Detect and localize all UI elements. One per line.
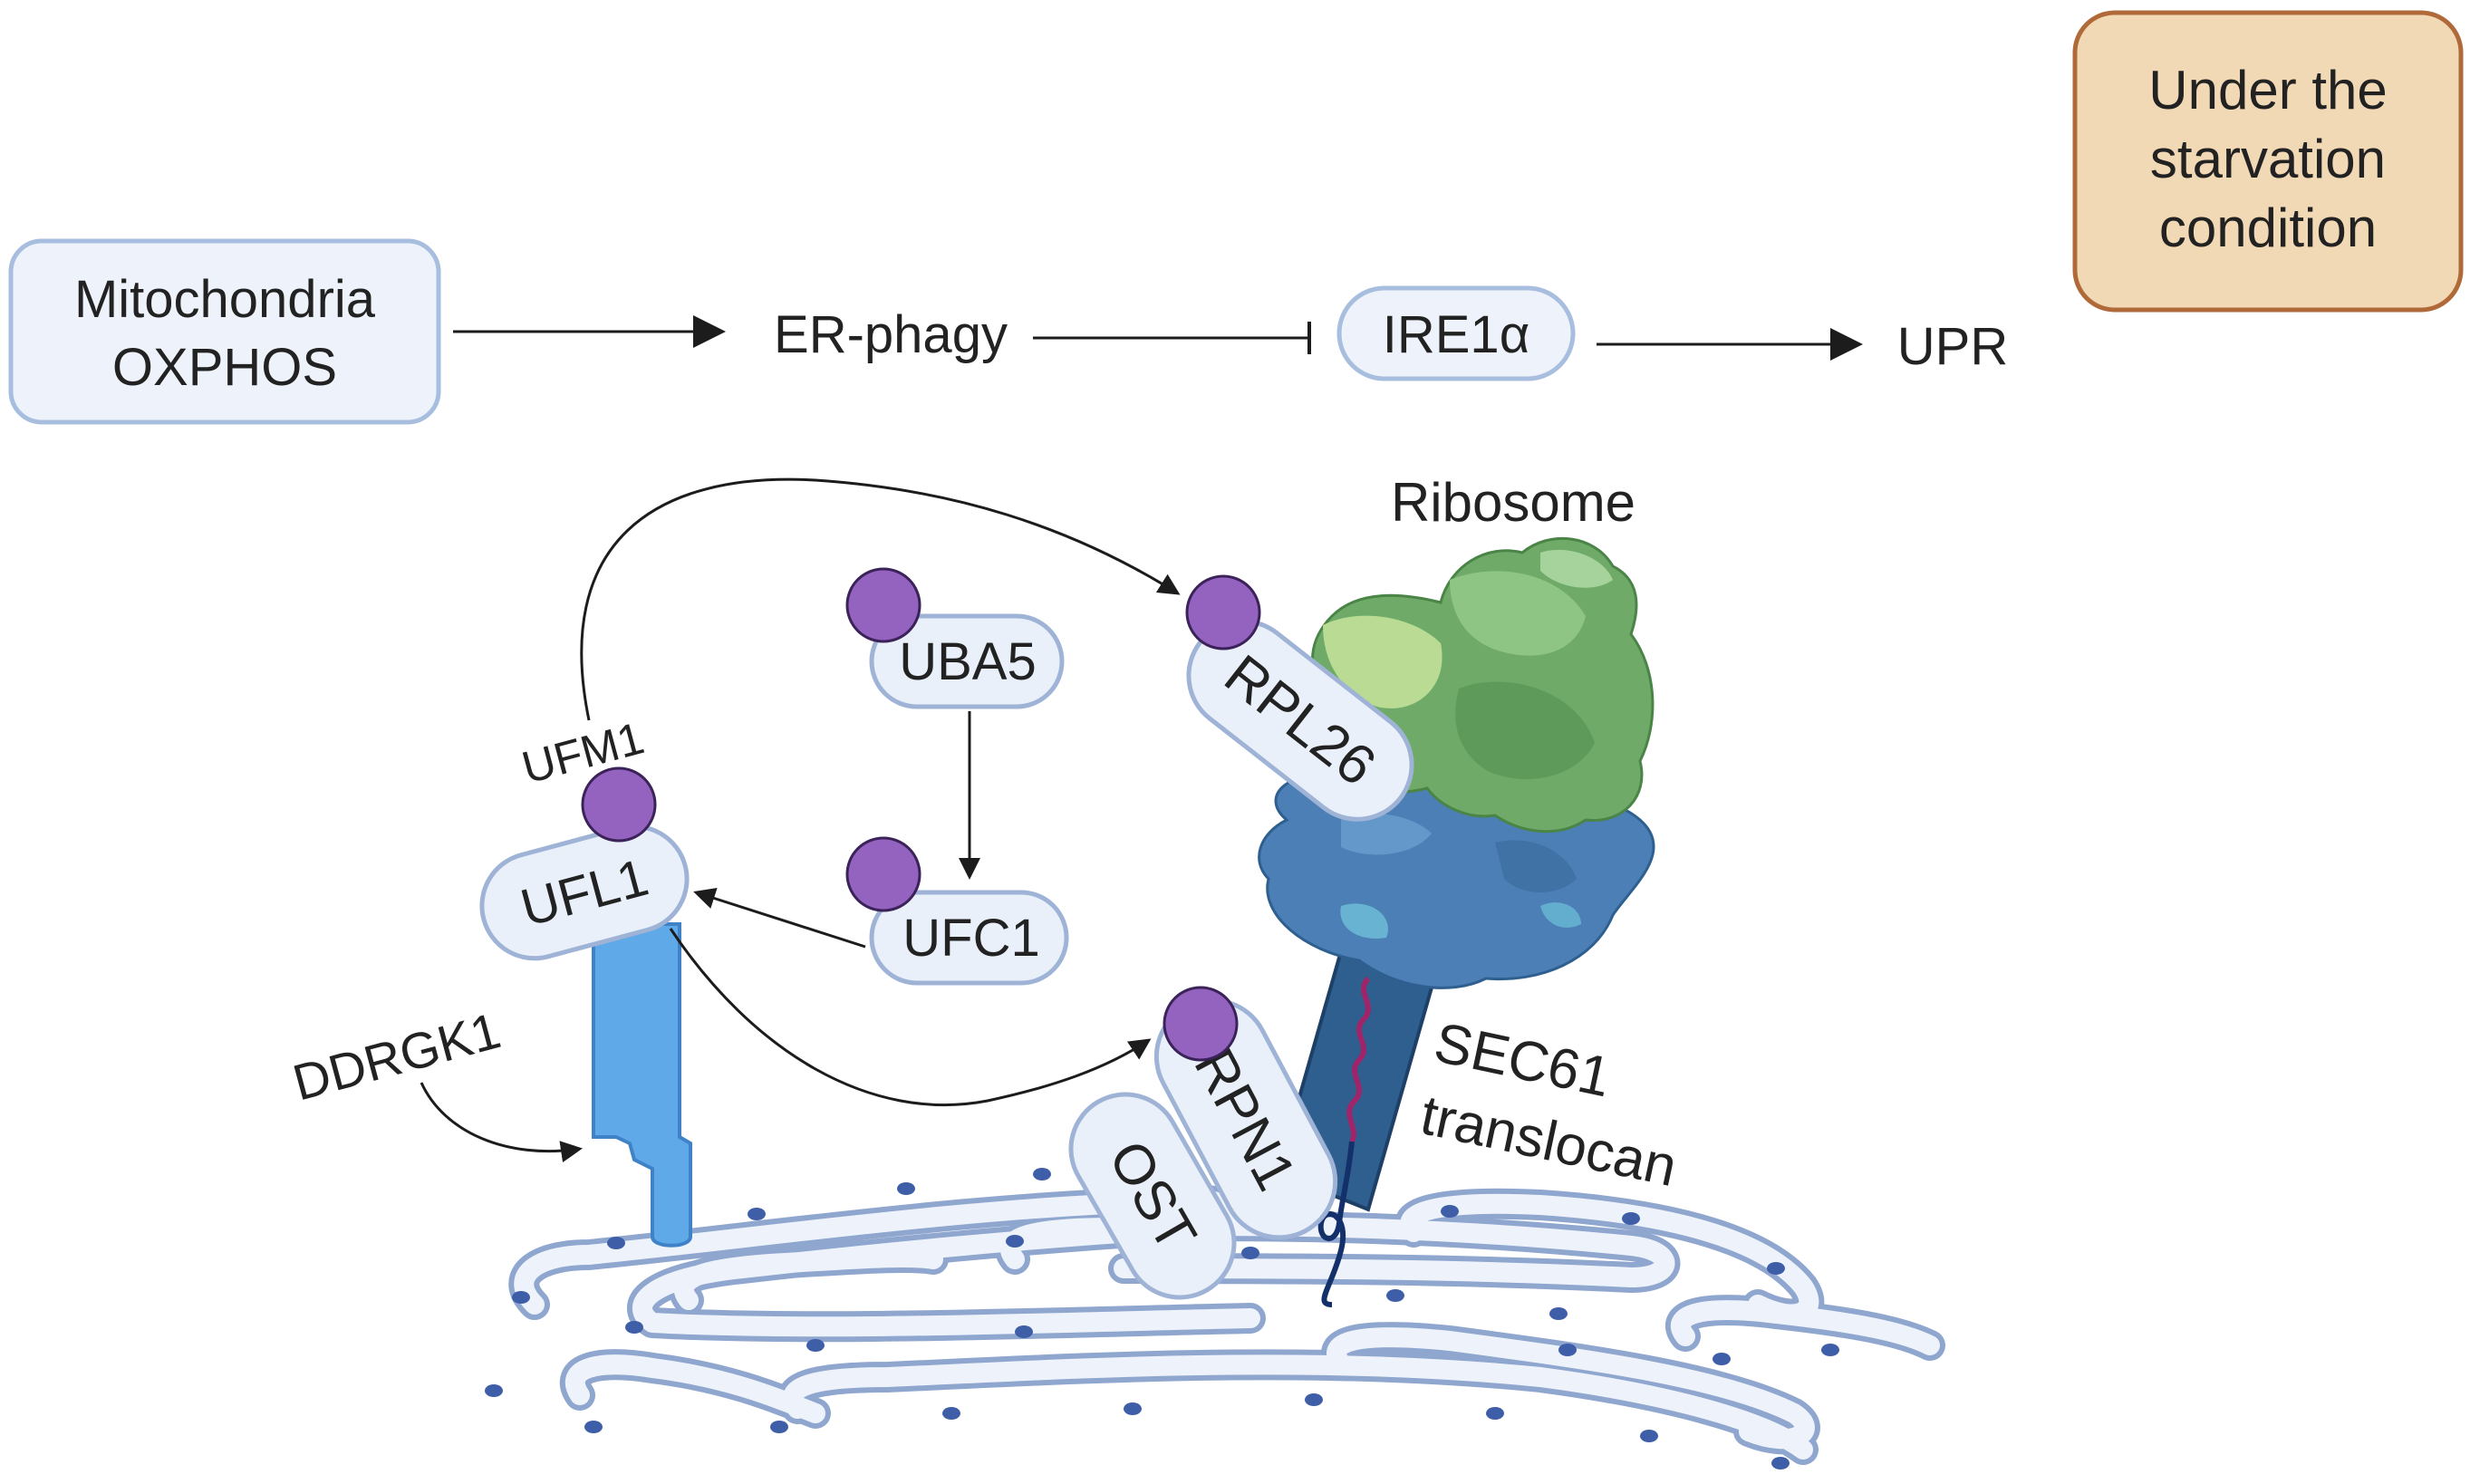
translocan-label: translocan (1415, 1084, 1682, 1199)
peptide-coil (1317, 1141, 1355, 1307)
condition-line-3: condition (2159, 198, 2377, 258)
condition-box-shape (2072, 10, 2464, 313)
condition-line-2: starvation (2150, 129, 2386, 189)
oxphos-label: OXPHOS (112, 338, 337, 397)
er-ribosome-dots (485, 1168, 1839, 1470)
upr-label: UPR (1897, 317, 2008, 376)
arrow-ufc1-to-ufl1 (693, 887, 866, 949)
ufc1-pill: UFC1 (869, 890, 1069, 986)
ufm1-circle-ufc1 (845, 836, 921, 912)
arrow-ddrgk1-to-anchor (420, 1082, 583, 1162)
uba5-pill: UBA5 (869, 613, 1065, 709)
mitochondria-oxphos-box: Mitochondria OXPHOS (8, 238, 441, 425)
ufm1-circle-rpl26 (1185, 574, 1261, 650)
er-membrane (485, 1168, 1945, 1470)
ribosome-label: Ribosome (1391, 472, 1635, 533)
starvation-condition-box: Under the starvation condition (2072, 10, 2464, 313)
erphagy-label: ER-phagy (774, 305, 1008, 364)
nascent-peptide (1346, 976, 1371, 1143)
ire1a-box: IRE1α (1336, 285, 1576, 381)
ddrgk1-anchor (592, 922, 692, 1248)
ddrgk1-label: DDRGK1 (287, 1001, 507, 1111)
uba5-label: UBA5 (899, 632, 1037, 691)
arrow-ufm1-to-rpl26 (580, 477, 1181, 721)
condition-line-1: Under the (2148, 60, 2388, 120)
arrow-ufl1-to-rpn1 (669, 928, 1152, 1106)
ufl1-pill: UFL1 (479, 824, 690, 961)
ufm1-circle-ufl1 (581, 766, 657, 843)
ufm1-circle-rpn1 (1163, 986, 1239, 1062)
ufc1-label: UFC1 (902, 909, 1039, 968)
inhibition-erphagy-to-ire1a (1033, 322, 1311, 354)
ire1a-label: IRE1α (1383, 305, 1529, 364)
ost-pill: OST (1068, 1092, 1237, 1300)
mitochondria-label: Mitochondria (74, 270, 376, 329)
ufm1-circle-uba5 (845, 567, 921, 643)
